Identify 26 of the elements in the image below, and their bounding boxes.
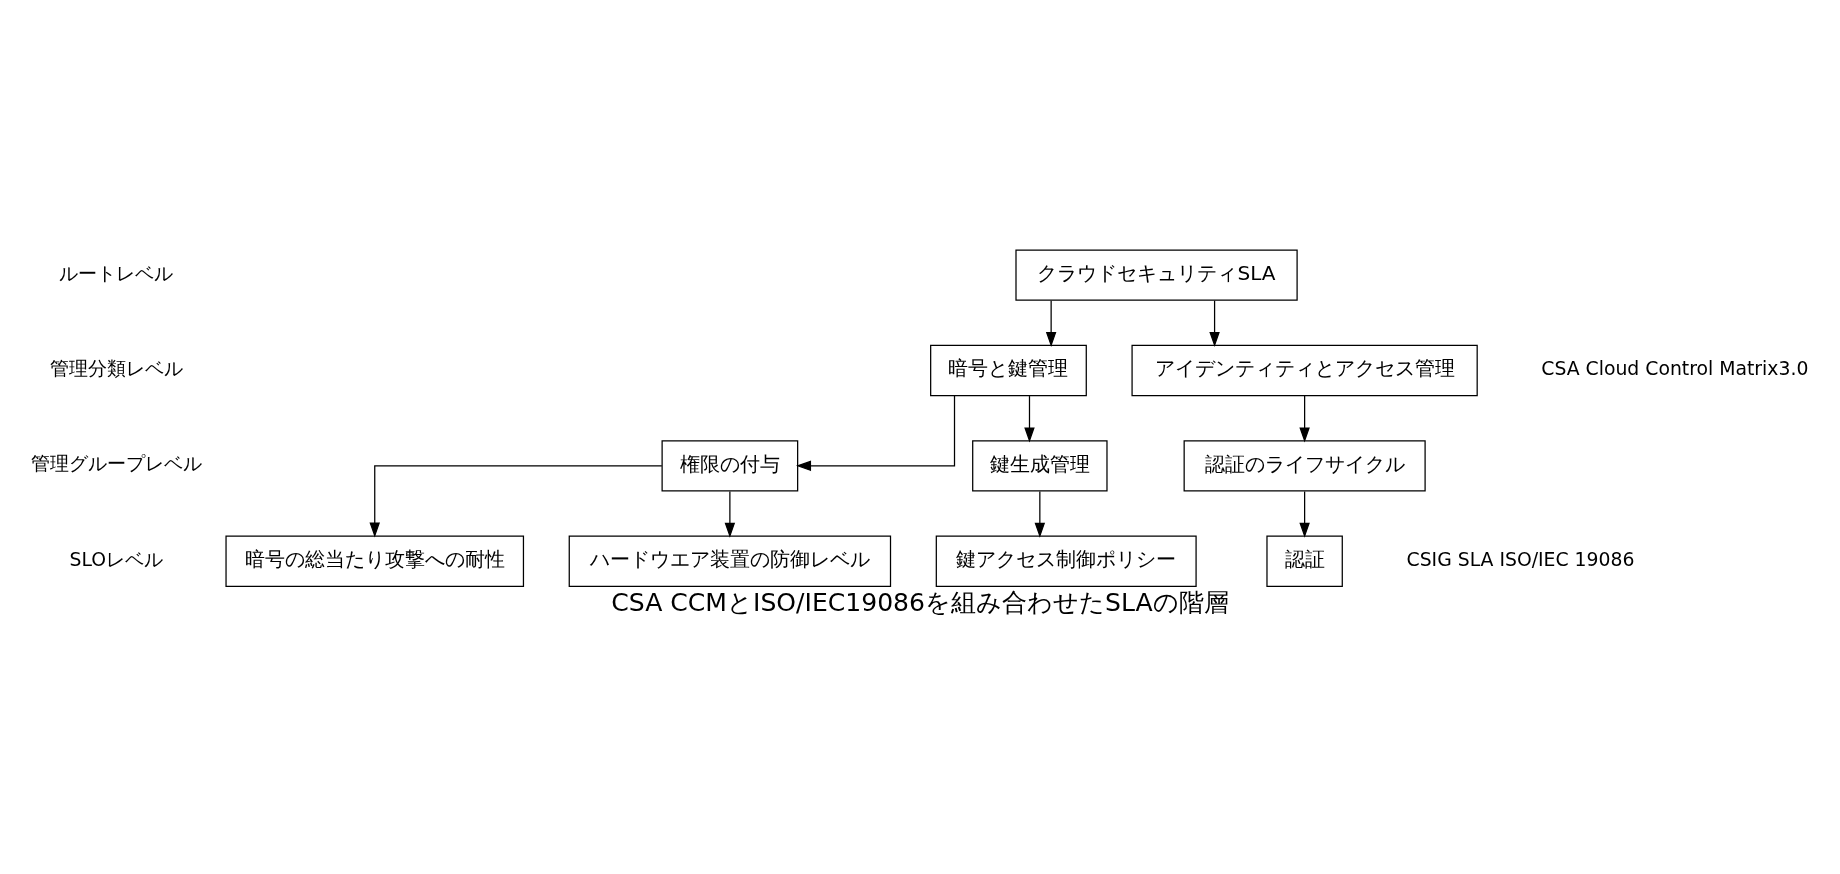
arrow — [1299, 395, 1310, 443]
label: SLOレベル — [69, 548, 164, 570]
node-box: 認証 — [1266, 535, 1343, 587]
arrow — [369, 465, 663, 538]
node-box: ハードウエア装置の防御レベル — [568, 535, 892, 587]
arrow — [1045, 300, 1057, 348]
node-box: 権限の付与 — [661, 440, 799, 492]
arrow — [724, 490, 736, 538]
label: 管理グループレベル — [30, 453, 202, 475]
label: CSIG SLA ISO/IEC 19086 — [1406, 548, 1635, 570]
label: 管理分類レベル — [49, 357, 183, 379]
node-box: 暗号と鍵管理 — [930, 344, 1087, 397]
arrow — [1299, 490, 1310, 538]
node-box: 鍵生成管理 — [972, 440, 1108, 492]
node-box: アイデンティティとアクセス管理 — [1131, 344, 1478, 397]
node-box: 認証のライフサイクル — [1183, 440, 1426, 492]
node-box: 鍵アクセス制御ポリシー — [935, 535, 1197, 587]
node-box: クラウドセキュリティSLA — [1015, 249, 1298, 301]
node-box: 暗号の総当たり攻撃への耐性 — [225, 535, 525, 587]
arrow — [1024, 395, 1035, 443]
label: CSA Cloud Control Matrix3.0 — [1541, 357, 1809, 379]
caption: CSA CCMとISO/IEC19086を組み合わせたSLAの階層 — [611, 588, 1229, 618]
arrow — [1209, 300, 1220, 348]
arrow — [796, 395, 956, 472]
arrow — [1034, 490, 1046, 538]
label: ルートレベル — [59, 262, 174, 284]
